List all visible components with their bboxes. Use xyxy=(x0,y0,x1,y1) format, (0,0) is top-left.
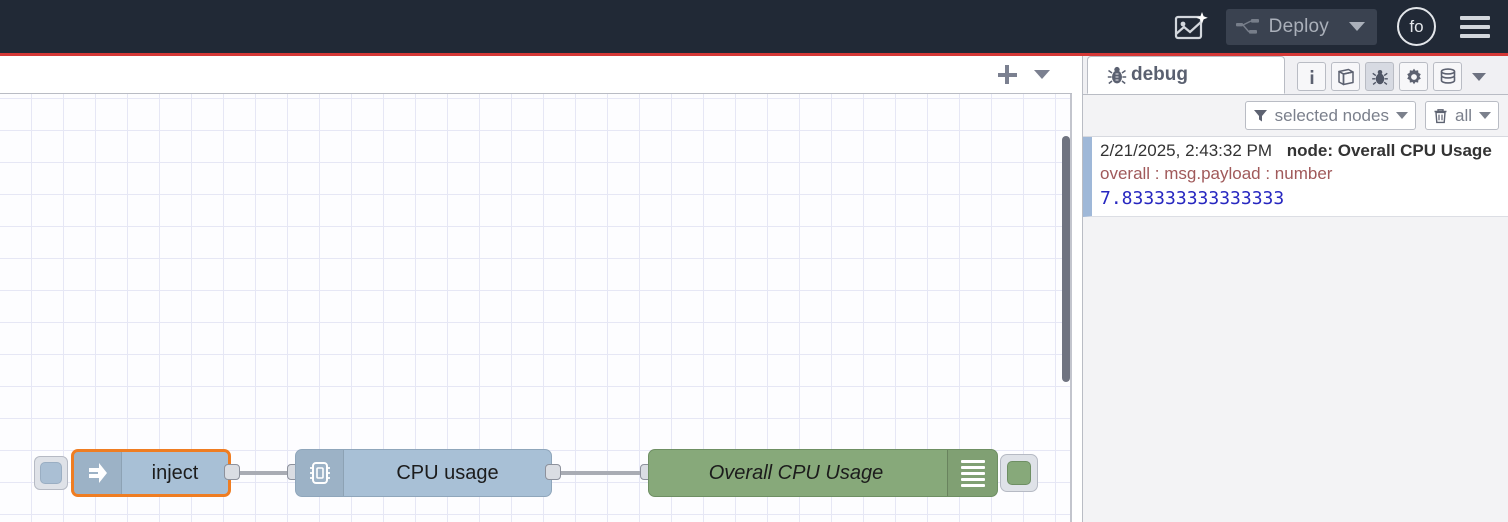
deploy-icon xyxy=(1235,18,1259,34)
microchip-icon xyxy=(296,450,344,496)
debug-lines-icon xyxy=(947,450,997,496)
sidebar-menu-chevron-down-icon[interactable] xyxy=(1472,72,1486,81)
book-icon[interactable] xyxy=(1331,62,1360,91)
avatar-initials: fo xyxy=(1409,16,1424,36)
port-cpu-output[interactable] xyxy=(545,464,561,480)
port-inject-output[interactable] xyxy=(224,464,240,480)
workspace: inject CPU usage xyxy=(0,56,1072,522)
chevron-down-icon[interactable] xyxy=(1349,22,1365,31)
wire-inject-to-cpu[interactable] xyxy=(231,471,295,475)
debug-toggle-button[interactable] xyxy=(1000,454,1038,492)
debug-message[interactable]: 2/21/2025, 2:43:32 PM node: Overall CPU … xyxy=(1083,137,1508,217)
flow-tabbar xyxy=(0,56,1072,94)
tab-debug-label: debug xyxy=(1131,64,1188,85)
chevron-down-icon[interactable] xyxy=(1479,112,1491,119)
sidebar-tabbar: debug xyxy=(1083,56,1508,95)
sidebar: debug xyxy=(1082,56,1508,522)
deploy-button[interactable]: Deploy xyxy=(1225,8,1377,45)
wire-cpu-to-debug[interactable] xyxy=(552,471,648,475)
trash-icon xyxy=(1434,108,1447,123)
context-data-icon[interactable] xyxy=(1433,62,1462,91)
node-cpu-usage-label: CPU usage xyxy=(396,461,499,484)
gear-icon[interactable] xyxy=(1399,62,1428,91)
sidebar-tab-icons xyxy=(1297,62,1486,94)
clear-all-label: all xyxy=(1454,105,1472,125)
tab-debug[interactable]: debug xyxy=(1087,56,1285,94)
node-cpu-usage[interactable]: CPU usage xyxy=(295,449,552,497)
filter-selected-nodes-button[interactable]: selected nodes xyxy=(1244,101,1416,130)
bug-icon xyxy=(1107,66,1127,85)
deploy-label: Deploy xyxy=(1268,15,1329,37)
debug-message-value: 7.833333333333333 xyxy=(1100,188,1285,209)
info-icon[interactable] xyxy=(1297,62,1326,91)
debug-message-topic: overall : msg.payload : number xyxy=(1100,164,1333,183)
debug-message-timestamp: 2/21/2025, 2:43:32 PM xyxy=(1100,141,1273,160)
hamburger-menu-icon[interactable] xyxy=(1460,11,1490,43)
node-overall-cpu-usage[interactable]: Overall CPU Usage xyxy=(648,449,998,497)
clear-all-button[interactable]: all xyxy=(1424,101,1499,130)
debug-message-node[interactable]: node: Overall CPU Usage xyxy=(1286,141,1492,160)
filter-icon xyxy=(1253,110,1267,122)
header-accent-line xyxy=(0,53,1508,56)
canvas-vertical-scrollbar[interactable] xyxy=(1062,136,1070,382)
chevron-down-icon[interactable] xyxy=(1395,112,1408,119)
debug-filter-bar: selected nodes all xyxy=(1083,95,1508,137)
inject-trigger-button[interactable] xyxy=(34,456,68,490)
node-inject[interactable]: inject xyxy=(71,449,231,497)
avatar[interactable]: fo xyxy=(1397,7,1436,46)
bug-icon[interactable] xyxy=(1365,62,1394,91)
node-debug-label: Overall CPU Usage xyxy=(708,461,884,484)
ai-assistant-icon[interactable] xyxy=(1170,7,1210,47)
app-header: Deploy fo xyxy=(0,0,1508,53)
arrow-right-icon xyxy=(74,452,122,494)
flow-menu-chevron-down-icon[interactable] xyxy=(1034,70,1050,79)
add-flow-button[interactable] xyxy=(992,60,1022,90)
node-inject-label: inject xyxy=(151,461,199,484)
flow-canvas[interactable]: inject CPU usage xyxy=(0,94,1072,522)
filter-selected-nodes-label: selected nodes xyxy=(1274,105,1389,125)
